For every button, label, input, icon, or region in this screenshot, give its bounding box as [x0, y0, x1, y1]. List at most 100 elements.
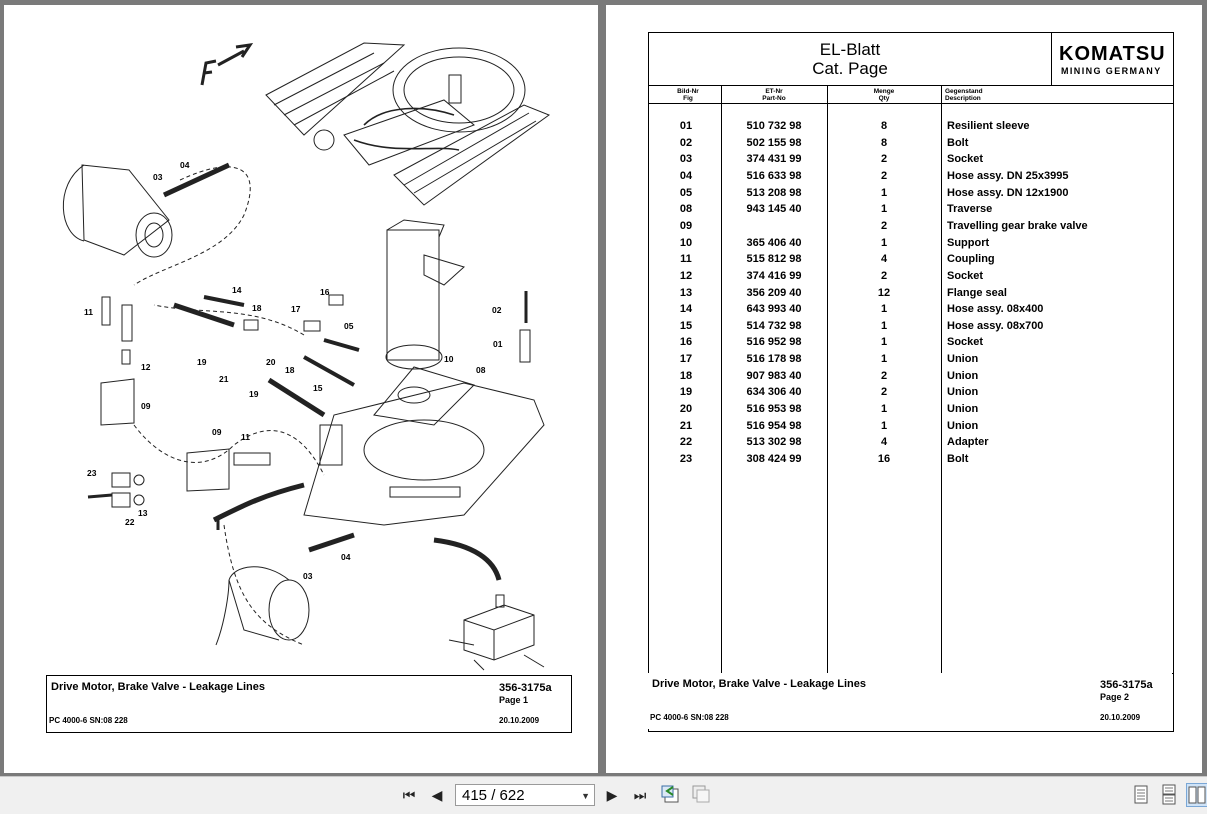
qty-cell: 2	[880, 269, 888, 282]
fig-cell: 08	[679, 203, 693, 216]
page-title: EL-Blatt Cat. Page	[649, 33, 1052, 85]
qty-cell: 2	[880, 386, 888, 399]
description-cell: Socket	[947, 269, 984, 282]
qty-cell: 1	[880, 203, 888, 216]
page-number: Page 1	[499, 695, 529, 705]
logo-subtext: MINING GERMANY	[1061, 66, 1162, 76]
document-number: 356-3175a	[1100, 679, 1153, 691]
fig-cell: 22	[679, 436, 693, 449]
description-cell: Hose assy. DN 25x3995	[947, 169, 1069, 182]
document-date: 20.10.2009	[499, 716, 540, 725]
fig-cell: 05	[679, 186, 693, 199]
fig-cell: 11	[680, 253, 692, 266]
part-no-cell: 513 208 98	[746, 186, 802, 199]
fig-cell: 14	[679, 303, 693, 316]
callout-04: 04	[341, 552, 351, 562]
callout-11: 11	[241, 432, 250, 442]
callout-02: 02	[492, 305, 502, 315]
part-no-cell: 513 302 98	[746, 436, 802, 449]
callout-05: 05	[344, 321, 354, 331]
previous-view-icon[interactable]	[659, 783, 681, 807]
callout-22: 22	[125, 517, 135, 527]
callout-labels: 03 04 11 12 09 14 18 17 16 05 02 01 19 2…	[84, 160, 503, 581]
viewer-toolbar: ⏮ ◀ 415 / 622 ▼ ▶ ⏭	[0, 776, 1207, 814]
description-cell: Adapter	[947, 436, 989, 449]
fig-cell: 10	[679, 236, 693, 249]
title-block: Drive Motor, Brake Valve - Leakage Lines…	[648, 673, 1172, 729]
last-page-icon[interactable]: ⏭	[633, 787, 647, 803]
description-cell: Union	[947, 386, 979, 399]
fig-cell: 02	[679, 136, 693, 149]
continuous-view-icon[interactable]	[1158, 783, 1180, 807]
single-page-view-icon[interactable]	[1130, 783, 1152, 807]
part-no-cell: 374 416 99	[746, 269, 802, 282]
qty-cell: 12	[877, 286, 891, 299]
page-selector[interactable]: 415 / 622 ▼	[455, 784, 595, 806]
title-line-2: Cat. Page	[812, 59, 888, 78]
brake-valve-block	[186, 448, 230, 492]
description-cell: Flange seal	[947, 286, 1007, 299]
callout-21: 21	[219, 374, 229, 384]
fig-cell: 09	[679, 219, 693, 232]
next-view-icon[interactable]	[690, 783, 712, 807]
qty-cell: 1	[880, 236, 888, 249]
previous-page-icon[interactable]: ◀	[431, 787, 443, 803]
description-cell: Resilient sleeve	[947, 120, 1030, 132]
next-page-icon[interactable]: ▶	[606, 787, 618, 803]
callout-18: 18	[285, 365, 295, 375]
callout-16: 16	[320, 287, 330, 297]
machine-serial: PC 4000-6 SN:08 228	[650, 713, 729, 722]
catalog-page-2: EL-Blatt Cat. Page KOMATSU MINING GERMAN…	[606, 5, 1202, 773]
part-no-cell: 356 209 40	[746, 286, 802, 299]
part-no-cell: 374 431 99	[746, 153, 802, 166]
machine-serial: PC 4000-6 SN:08 228	[49, 716, 128, 725]
document-number: 356-3175a	[499, 682, 552, 694]
title-line-1: EL-Blatt	[819, 40, 881, 59]
part-no-cell: 516 178 98	[746, 353, 802, 366]
callout-15: 15	[313, 383, 323, 393]
description-cell: Travelling gear brake valve	[947, 219, 1088, 232]
callout-13: 13	[138, 508, 148, 518]
logo-text: KOMATSU	[1059, 43, 1166, 65]
drawing-description: Drive Motor, Brake Valve - Leakage Lines	[51, 681, 265, 693]
fig-cell: 16	[679, 336, 693, 349]
part-no-cell: 516 954 98	[746, 419, 802, 432]
fig-cell: 15	[679, 319, 693, 332]
callout-01: 01	[493, 339, 503, 349]
part-no-cell: 514 732 98	[746, 319, 802, 332]
fig-cell: 23	[679, 453, 693, 465]
description-cell: Union	[947, 353, 979, 366]
callout-18: 18	[252, 303, 262, 313]
qty-cell: 1	[880, 319, 888, 332]
qty-cell: 1	[880, 403, 888, 416]
part-no-cell: 516 633 98	[746, 169, 802, 182]
qty-cell: 1	[880, 353, 888, 366]
part-no-cell: 515 812 98	[746, 253, 802, 266]
qty-cell: 2	[880, 169, 888, 182]
description-cell: Union	[947, 403, 979, 416]
part-no-cell: 634 306 40	[746, 386, 802, 399]
chevron-down-icon: ▼	[581, 791, 590, 801]
part-no-cell: 907 983 40	[746, 369, 802, 382]
two-page-view-icon[interactable]	[1186, 783, 1207, 807]
fig-cell: 21	[679, 419, 693, 432]
description-cell: Union	[947, 419, 979, 432]
description-cell: Bolt	[947, 136, 969, 149]
qty-cell: 1	[880, 303, 888, 316]
first-page-icon[interactable]: ⏮	[402, 787, 416, 803]
callout-20: 20	[266, 357, 276, 367]
callout-19: 19	[197, 357, 207, 367]
